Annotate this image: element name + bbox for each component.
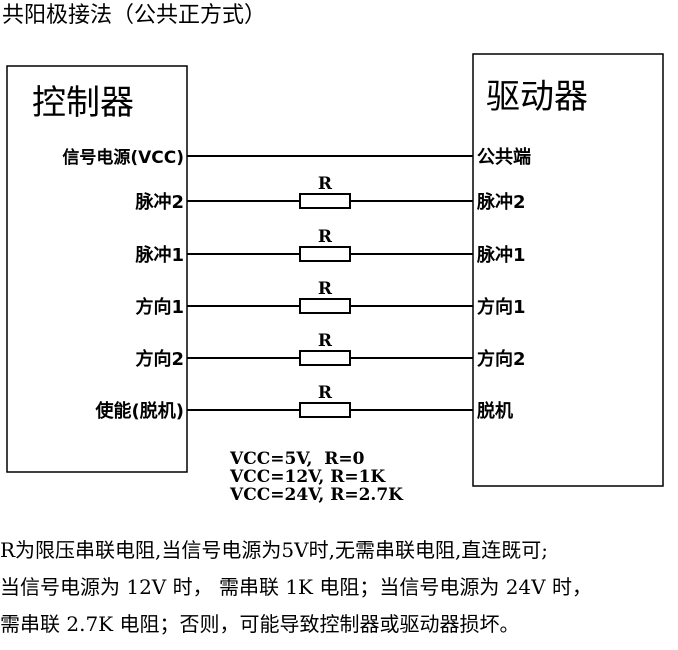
note-line-3: 需串联 2.7K 电阻；否则，可能导致控制器或驱动器损坏。 <box>0 612 520 636</box>
controller-signal-label: 方向2 <box>135 348 184 370</box>
driver-signal-label: 脱机 <box>477 400 513 422</box>
driver-box <box>472 53 664 487</box>
driver-signal-label: 方向1 <box>477 296 526 318</box>
driver-signal-label: 脉冲1 <box>476 244 526 266</box>
controller-title: 控制器 <box>32 83 134 123</box>
driver-signal-label: 脉冲2 <box>476 191 526 213</box>
diagram-title: 共阳极接法（公共正方式） <box>2 3 267 28</box>
resistor-symbol <box>299 402 351 418</box>
driver-title: 驱动器 <box>486 77 588 117</box>
resistor-symbol <box>299 298 351 314</box>
controller-signal-label: 方向1 <box>135 296 184 318</box>
vcc-row-1: VCC=5V, R=0 <box>229 449 365 469</box>
vcc-row-2: VCC=12V, R=1K <box>229 467 386 487</box>
resistor-symbol <box>299 193 351 209</box>
controller-signal-label: 使能(脱机) <box>95 400 184 422</box>
resistor-label: R <box>318 174 333 194</box>
resistor-label: R <box>318 279 333 299</box>
resistor-symbol <box>299 246 351 262</box>
controller-signal-label: 脉冲2 <box>134 191 184 213</box>
vcc-row-3: VCC=24V, R=2.7K <box>229 485 404 505</box>
note-line-1: R为限压串联电阻,当信号电源为5V时,无需串联电阻,直连既可; <box>0 538 549 562</box>
driver-signal-label: 公共端 <box>477 147 531 168</box>
resistor-symbol <box>299 350 351 366</box>
resistor-label: R <box>318 227 333 247</box>
note-line-2: 当信号电源为 12V 时， 需串联 1K 电阻；当信号电源为 24V 时， <box>0 575 592 599</box>
controller-box <box>6 65 188 473</box>
driver-signal-label: 方向2 <box>477 348 526 370</box>
controller-signal-label: 信号电源(VCC) <box>62 147 184 168</box>
notes-block: R为限压串联电阻,当信号电源为5V时,无需串联电阻,直连既可; 当信号电源为 1… <box>0 532 678 643</box>
controller-signal-label: 脉冲1 <box>134 244 184 266</box>
resistor-label: R <box>318 383 333 403</box>
resistor-label: R <box>318 331 333 351</box>
